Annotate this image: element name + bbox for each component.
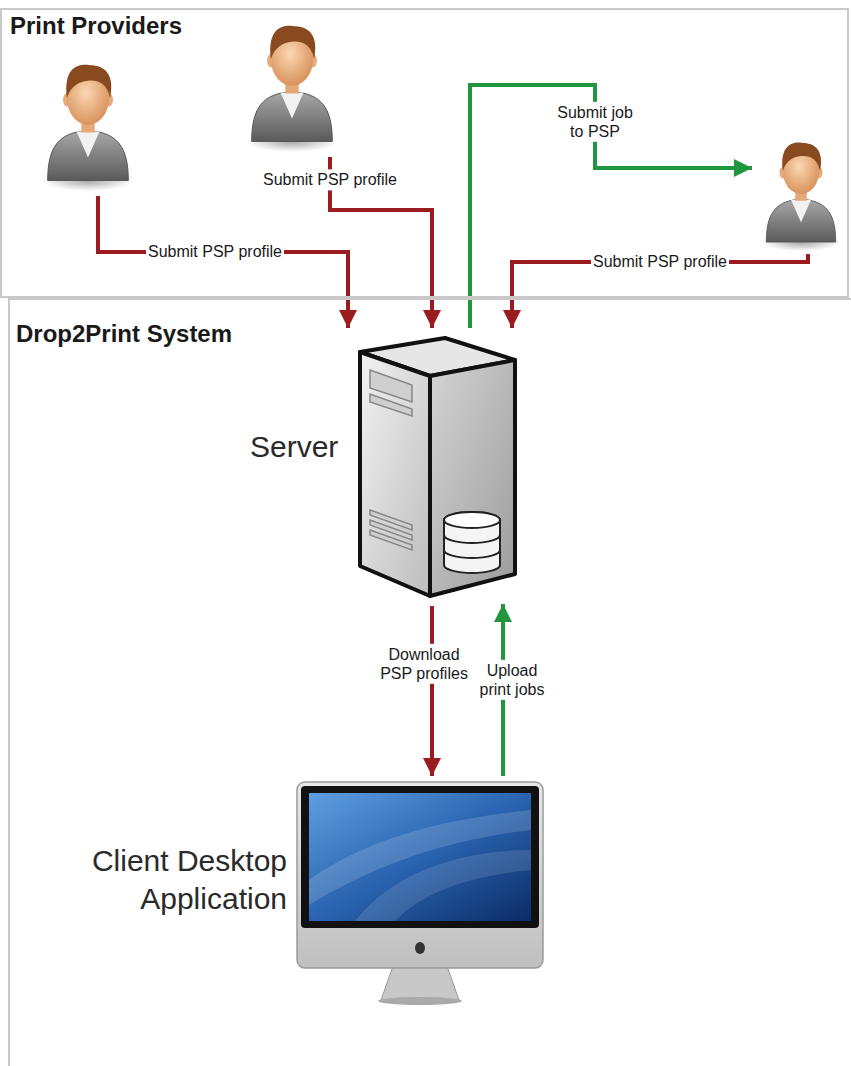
edge-label: Upload print jobs — [470, 660, 554, 700]
node-label: Client Desktop Application — [65, 842, 287, 917]
edge-label: Submit PSP profile — [146, 241, 284, 262]
edge-label: Submit job to PSP — [549, 102, 641, 142]
server-node: Server — [240, 330, 525, 602]
edge-label: Submit PSP profile — [591, 251, 729, 272]
person-actor — [40, 42, 136, 192]
edge-label: Download PSP profiles — [376, 644, 472, 684]
edge-label: Submit PSP profile — [261, 169, 399, 190]
desktop-computer — [295, 780, 545, 1008]
node-label: Server — [250, 430, 338, 464]
client-node: Client Desktop Application — [60, 780, 545, 1008]
region-heading: Print Providers — [10, 12, 182, 40]
person-icon — [40, 42, 136, 192]
person-icon — [244, 8, 340, 153]
region-heading: Drop2Print System — [16, 320, 232, 348]
server-tower — [350, 330, 525, 602]
flow-arrow — [470, 85, 752, 328]
person-icon — [756, 128, 846, 252]
person-actor — [244, 8, 340, 153]
flow-arrow — [430, 606, 434, 776]
flow-arrow — [98, 196, 348, 328]
person-actor — [756, 128, 846, 252]
